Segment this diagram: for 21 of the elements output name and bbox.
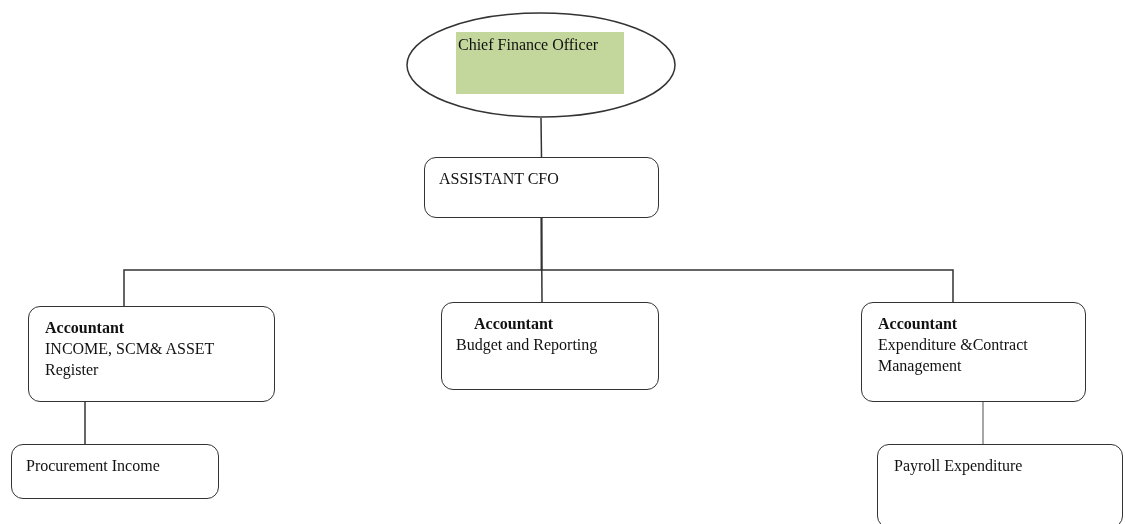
role-title: ASSISTANT CFO — [439, 169, 560, 189]
connector-line — [84, 401, 86, 445]
role-box — [11, 444, 219, 499]
role-box — [861, 302, 1086, 402]
role-title: Expenditure &Contract Management — [878, 335, 1029, 376]
connector-line — [540, 217, 954, 303]
role-heading: Accountant — [878, 314, 959, 334]
connector-line — [540, 117, 543, 158]
role-box — [424, 157, 659, 218]
role-title: Budget and Reporting — [456, 335, 599, 355]
role-heading: Accountant — [473, 314, 555, 334]
role-box — [441, 302, 659, 390]
role-title: INCOME, SCM& ASSET Register — [45, 339, 216, 380]
role-title: Procurement Income — [26, 456, 161, 476]
role-ellipse — [406, 12, 676, 118]
role-title: Chief Finance Officer — [456, 32, 624, 94]
role-box — [877, 444, 1123, 524]
role-heading: Accountant — [45, 318, 126, 338]
connector-line — [982, 401, 984, 445]
role-box — [28, 306, 275, 402]
role-title: Payroll Expenditure — [894, 456, 1024, 476]
